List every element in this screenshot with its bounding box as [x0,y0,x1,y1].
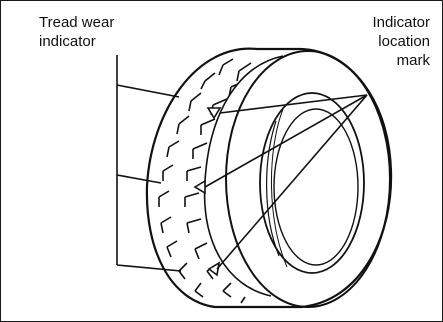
rim-inner [274,109,358,265]
sidewall-outer [226,51,390,307]
tire-outline [147,49,391,307]
indicator-mark-middle [195,181,205,193]
